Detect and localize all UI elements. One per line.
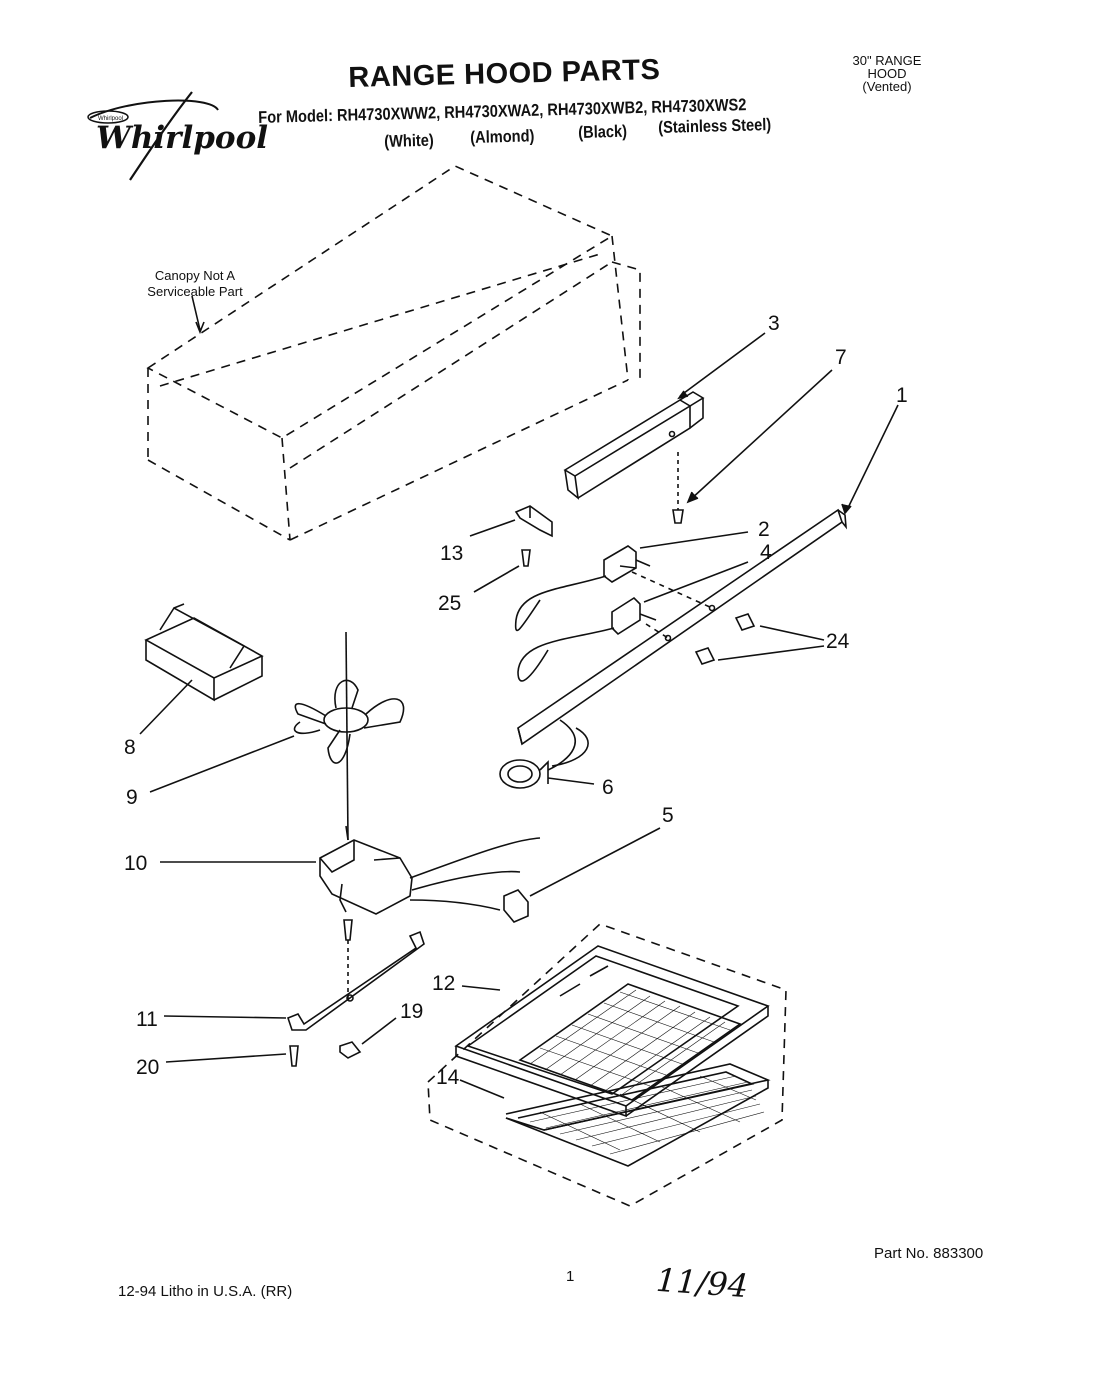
part-6-socket: [499, 719, 589, 789]
leader-9: [149, 735, 295, 793]
filter-group-outline: [427, 923, 787, 1207]
canopy-note-line-2: Serviceable Part: [147, 284, 243, 299]
whirlpool-logo: Whirlpool Whirlpool: [87, 91, 268, 181]
leader-19: [361, 1017, 397, 1045]
leader-24b: [717, 645, 825, 661]
leader-6: [547, 777, 595, 785]
leader-4: [643, 561, 749, 603]
part-11-bracket: [287, 930, 425, 1031]
callout-11: 11: [136, 1008, 158, 1031]
leader-8: [139, 679, 193, 735]
leader-5: [529, 827, 661, 897]
callout-19: 19: [400, 1000, 423, 1023]
part-14-filter: [505, 1063, 771, 1167]
part-number: Part No. 883300: [874, 1245, 984, 1262]
callout-20: 20: [136, 1056, 159, 1079]
canopy-note-leader: [191, 295, 201, 331]
callout-7: 7: [835, 346, 847, 369]
canopy-note-arrow: [195, 321, 205, 335]
callout-8: 8: [124, 736, 136, 759]
part-19-nut: [339, 1041, 362, 1059]
leader-7: [689, 369, 833, 501]
leader-14: [459, 1079, 505, 1099]
hood-vented: (Vented): [862, 79, 912, 94]
callout-6: 6: [602, 776, 614, 799]
callout-10: 10: [124, 852, 147, 875]
callout-13: 13: [440, 542, 463, 565]
part-4-switch: [517, 596, 657, 682]
logo-wordmark: Whirlpool: [96, 120, 268, 156]
callout-9: 9: [126, 786, 138, 809]
part-24-nuts: [694, 613, 756, 665]
part-12-filter: [454, 945, 770, 1118]
part-7-screw: [672, 452, 684, 524]
callout-numbers: 3 7 1 2 4 13 25 24 8 9 6 5 10 12 11 19 2…: [124, 312, 908, 1089]
motor-mount-screw: [343, 919, 353, 941]
part-13-clip: [514, 505, 553, 538]
canopy-outline: [146, 165, 641, 541]
leader-25: [473, 565, 520, 593]
part-25-screw: [521, 549, 531, 567]
hood-word: HOOD: [867, 66, 907, 81]
part-10-motor: [319, 825, 541, 915]
part-5-connector: [503, 889, 529, 923]
hood-type-label: 30" RANGE HOOD (Vented): [846, 54, 928, 93]
part-9-fan-blade: [293, 631, 405, 841]
leader-12: [461, 985, 501, 991]
leader-1: [845, 404, 899, 513]
leader-24a: [759, 625, 825, 641]
callout-12: 12: [432, 972, 455, 995]
callout-5: 5: [662, 804, 674, 827]
leader-2: [639, 531, 749, 549]
callout-2: 2: [758, 518, 770, 541]
callout-4: 4: [760, 541, 772, 564]
leader-11: [163, 1015, 287, 1019]
leader-13: [469, 519, 516, 537]
callout-3: 3: [768, 312, 780, 335]
part-1-rail: [517, 508, 848, 746]
leader-3: [679, 332, 766, 397]
logo-badge: Whirlpool: [98, 116, 123, 122]
page-number: 1: [566, 1268, 575, 1285]
handwritten-date: 11/94: [654, 1260, 750, 1306]
callout-14: 14: [436, 1066, 460, 1089]
leader-20: [165, 1053, 287, 1063]
canopy-note: Canopy Not A Serviceable Part: [130, 268, 260, 300]
canopy-note-line-1: Canopy Not A: [154, 268, 236, 283]
litho-line: 12-94 Litho in U.S.A. (RR): [118, 1283, 293, 1300]
part-3-channel: [563, 391, 705, 500]
part-8-vent-box: [144, 603, 264, 702]
callout-1: 1: [896, 384, 908, 407]
hood-size: 30" RANGE: [852, 53, 922, 68]
callout-24: 24: [826, 630, 850, 653]
callout-25: 25: [438, 592, 461, 615]
part-2-switch: [514, 545, 651, 632]
part-20-screw: [289, 1045, 299, 1067]
